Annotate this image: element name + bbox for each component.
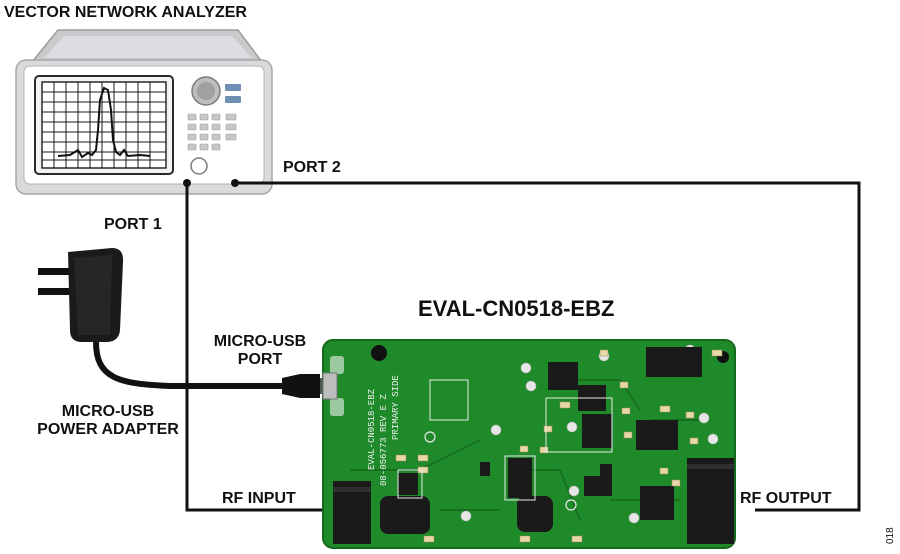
- power-button: [190, 157, 208, 175]
- ic-chip: [548, 362, 578, 390]
- port-1-label: PORT 1: [104, 216, 162, 233]
- ic-chip: [636, 420, 678, 450]
- micro-usb-receptacle: [322, 372, 338, 400]
- ic-chip: [508, 458, 532, 498]
- vna-title: VECTOR NETWORK ANALYZER: [4, 4, 247, 21]
- usb-power-adapter: [38, 248, 329, 398]
- silk-side: PRIMARY SIDE: [391, 375, 401, 440]
- figure-number: 018: [885, 527, 896, 544]
- usb-cable: [93, 341, 288, 389]
- silk-board-name: EVAL-CN0518-EBZ: [367, 388, 377, 470]
- ic-chip: [398, 473, 418, 495]
- inductor: [380, 496, 430, 534]
- silkscreen-text: EVAL-CN0518-EBZ 08-056773 REV E Z PRIMAR…: [367, 375, 401, 486]
- mounting-hole: [371, 345, 387, 361]
- rotary-knob: [191, 76, 221, 106]
- keypad: [187, 113, 237, 151]
- inductor: [517, 496, 553, 532]
- accent-button: [225, 96, 241, 103]
- ic-chip: [582, 414, 612, 448]
- usb-port-label-line2: PORT: [238, 351, 283, 368]
- vector-network-analyzer: [15, 29, 273, 195]
- vna-screen: [34, 75, 174, 175]
- ic-chip: [640, 486, 674, 520]
- usb-port-label-line1: MICRO-USB: [214, 333, 306, 350]
- rf-cable-port1: [185, 183, 333, 512]
- rf-output-connector: [687, 458, 734, 544]
- accent-button: [225, 84, 241, 91]
- board-name-label: EVAL-CN0518-EBZ: [418, 296, 614, 321]
- screen-grid: [42, 82, 166, 168]
- usb-adapter-label-line2: POWER ADAPTER: [37, 421, 179, 438]
- screen-trace: [57, 86, 151, 159]
- ic-chip: [646, 347, 702, 377]
- rf-cable-port2: [235, 181, 861, 512]
- rf-input-label: RF INPUT: [222, 490, 296, 507]
- eval-board-pcb: EVAL-CN0518-EBZ 08-056773 REV E Z PRIMAR…: [322, 339, 736, 549]
- port-2-label: PORT 2: [283, 159, 341, 176]
- usb-adapter-label-line1: MICRO-USB: [62, 403, 154, 420]
- rf-output-label: RF OUTPUT: [740, 490, 832, 507]
- silk-part-number: 08-056773 REV E Z: [379, 394, 389, 486]
